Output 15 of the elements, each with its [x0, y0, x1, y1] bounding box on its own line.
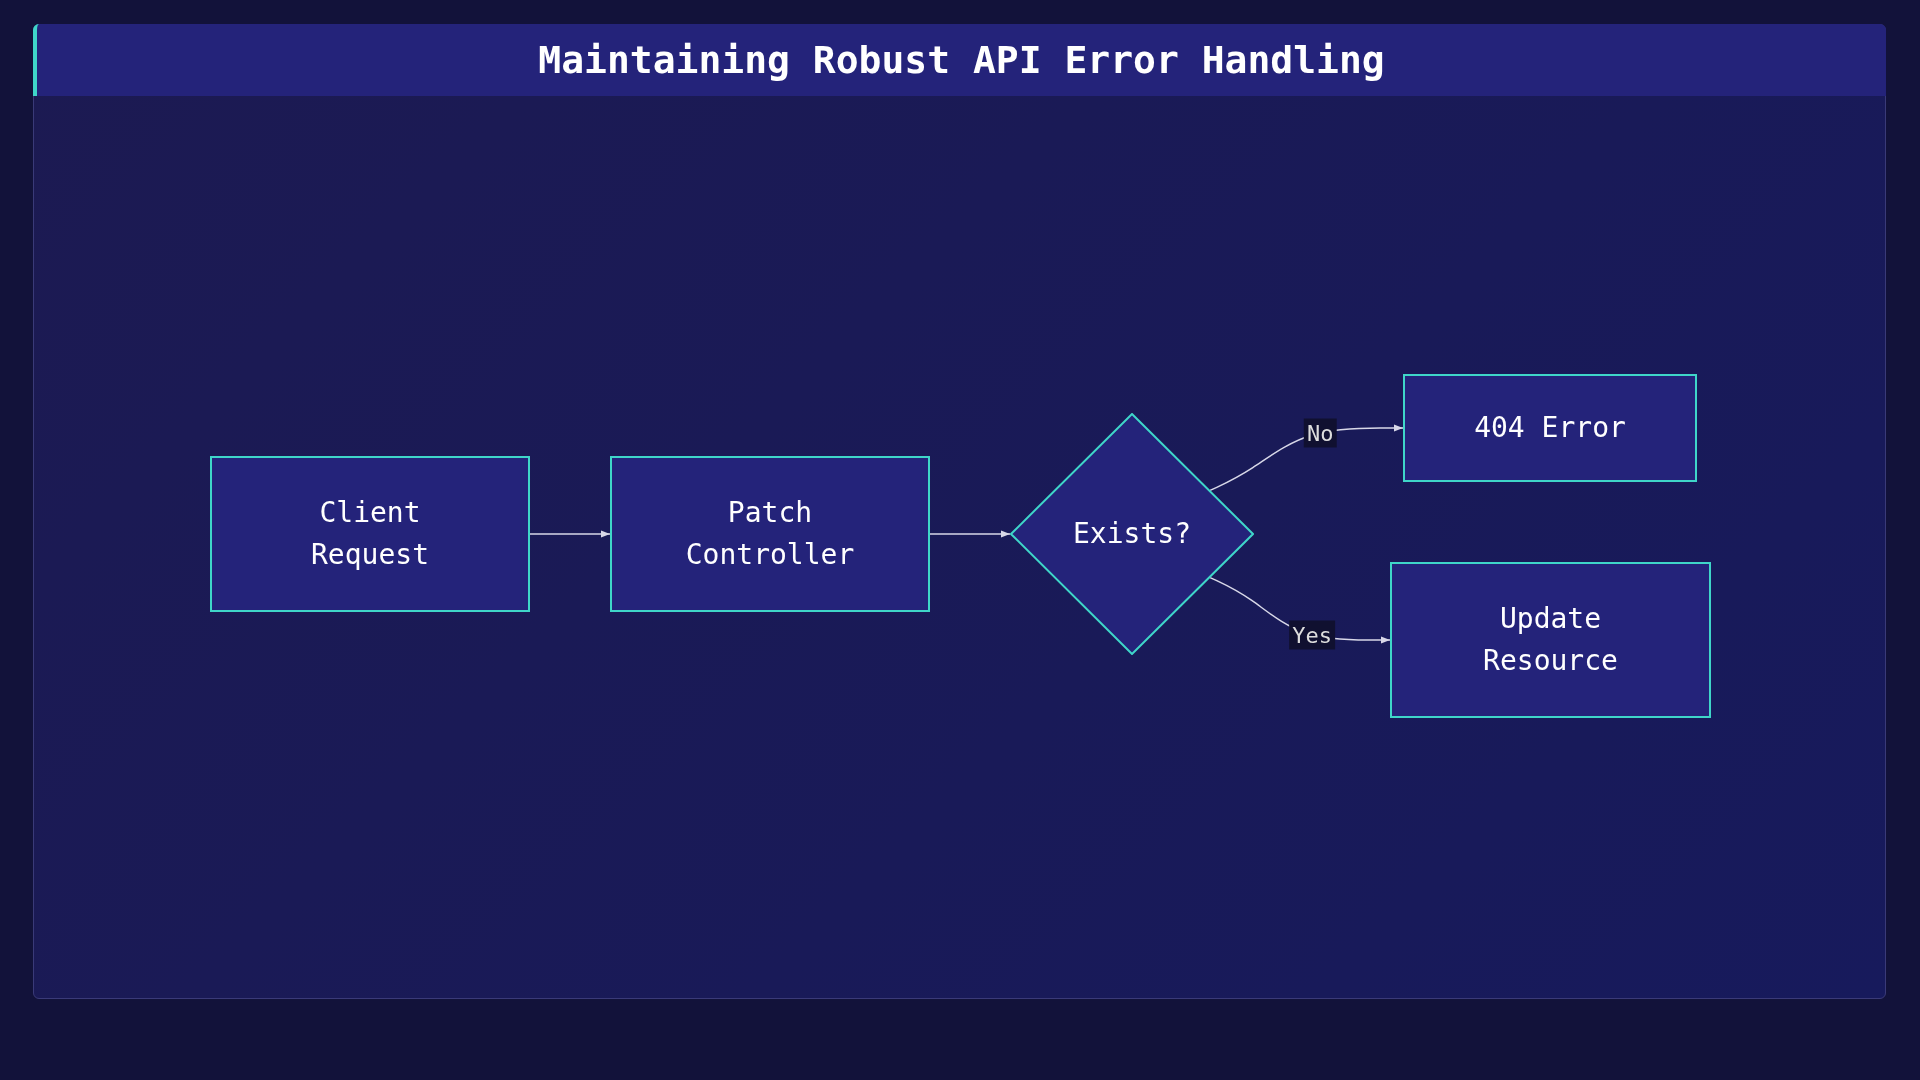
- process-box: [1403, 374, 1697, 482]
- process-box: [210, 456, 530, 612]
- node-label: 404 Error: [1473, 410, 1627, 446]
- node-label: Exists?: [1072, 516, 1192, 552]
- node-label: Client Request: [310, 495, 430, 573]
- decision-diamond: [1010, 413, 1254, 655]
- edge-label: Yes: [1289, 620, 1335, 650]
- process-box: [610, 456, 930, 612]
- edge-label: No: [1303, 418, 1337, 448]
- arrow: [929, 530, 1011, 538]
- node-label: Update Resource: [1482, 601, 1619, 679]
- title: Maintaining Robust API Error Handling: [538, 38, 1385, 82]
- arrow: [529, 530, 611, 538]
- node-label: Patch Controller: [684, 495, 856, 573]
- process-box: [1390, 562, 1711, 718]
